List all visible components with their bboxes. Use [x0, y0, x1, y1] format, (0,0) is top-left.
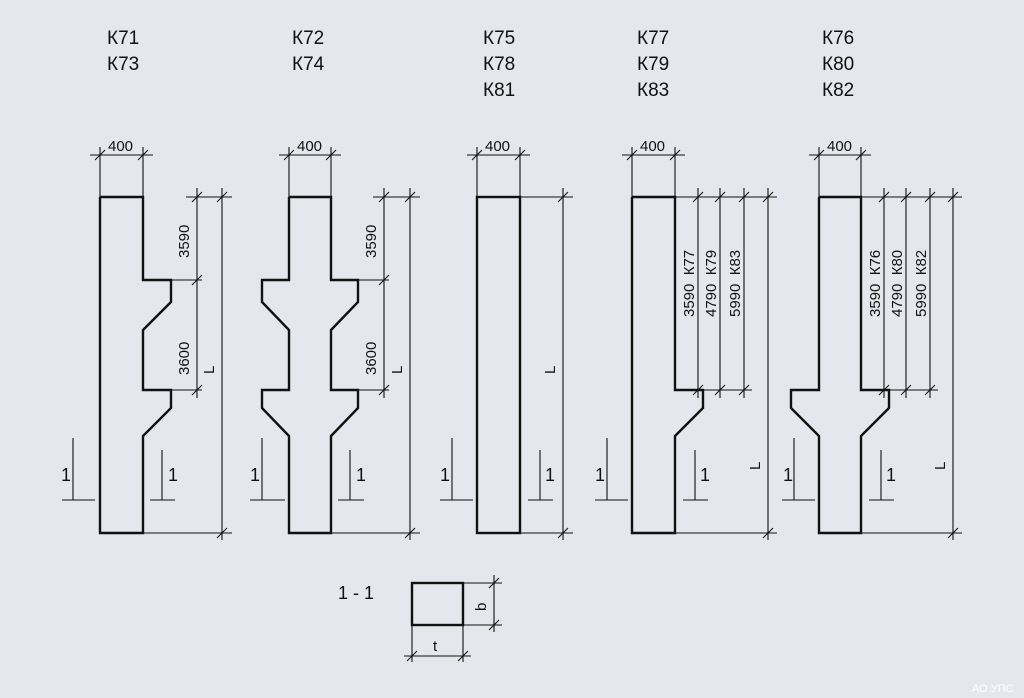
- column-mark: К75: [483, 28, 515, 49]
- section-mark: 1: [700, 465, 710, 485]
- section-title: 1 - 1: [338, 583, 374, 603]
- section-mark: 1: [886, 465, 896, 485]
- column-outline: [98, 195, 173, 535]
- length-label: L: [389, 366, 406, 374]
- t-dimension-label: t: [433, 638, 438, 655]
- column-mark: К74: [292, 54, 325, 75]
- length-label: L: [747, 462, 764, 470]
- section-mark: 1: [356, 465, 366, 485]
- column-mark: К80: [822, 54, 854, 75]
- column-mark: К79: [637, 54, 669, 75]
- section-1-1: 1 - 1 b t: [338, 575, 502, 662]
- dimension-label: 3590: [363, 225, 380, 258]
- b-dimension-label: b: [473, 603, 490, 611]
- column-k77-k79-k83: К77 К79 К83 400 3590 К77 4790 К79 5990 К…: [595, 28, 777, 540]
- column-mark: К77: [637, 28, 669, 49]
- dimension-label: 3590 К76: [867, 250, 884, 317]
- length-label: L: [542, 366, 559, 374]
- width-dimension: 400: [297, 138, 322, 155]
- section-mark: 1: [168, 465, 178, 485]
- column-mark: К73: [107, 54, 139, 75]
- column-mark: К82: [822, 80, 854, 101]
- column-mark: К71: [107, 28, 139, 49]
- column-outline: [630, 195, 705, 535]
- column-k76-k80-k82: К76 К80 К82 400 3590 К76 4790 К80 5990 К…: [782, 28, 962, 540]
- watermark: АО УПС: [972, 683, 1014, 695]
- dimension-label: 3600: [176, 342, 193, 375]
- width-dimension: 400: [827, 138, 852, 155]
- column-mark: К78: [483, 54, 515, 75]
- column-outline: [260, 195, 360, 535]
- section-outline: [410, 581, 465, 627]
- width-dimension: 400: [640, 138, 665, 155]
- dimension-label: 3590 К77: [681, 250, 698, 317]
- dimension-label: 4790 К79: [703, 250, 720, 317]
- dimension-label: 3600: [363, 342, 380, 375]
- length-label: L: [932, 462, 949, 470]
- column-mark: К72: [292, 28, 324, 49]
- dimension-label: 5990 К82: [913, 250, 930, 317]
- section-mark: 1: [595, 465, 605, 485]
- column-k71-k73: К71 К73 400 3590 3600 L 1 1: [61, 28, 232, 540]
- length-label: L: [201, 366, 218, 374]
- dimension-label: 5990 К83: [727, 250, 744, 317]
- section-mark: 1: [250, 465, 260, 485]
- section-mark: 1: [783, 465, 793, 485]
- column-k75-k78-k81: К75 К78 К81 400 L 1 1: [440, 28, 573, 540]
- column-outline: [789, 195, 891, 535]
- dimension-label: 3590: [176, 225, 193, 258]
- width-dimension: 400: [485, 138, 510, 155]
- column-mark: К83: [637, 80, 669, 101]
- width-dimension: 400: [108, 138, 133, 155]
- column-k72-k74: К72 К74 400 3590 3600 L 1 1: [250, 28, 420, 540]
- section-mark: 1: [545, 465, 555, 485]
- dimension-label: 4790 К80: [889, 250, 906, 317]
- column-mark: К76: [822, 28, 854, 49]
- section-mark: 1: [61, 465, 71, 485]
- column-mark: К81: [483, 80, 515, 101]
- column-outline: [475, 195, 522, 535]
- section-mark: 1: [440, 465, 450, 485]
